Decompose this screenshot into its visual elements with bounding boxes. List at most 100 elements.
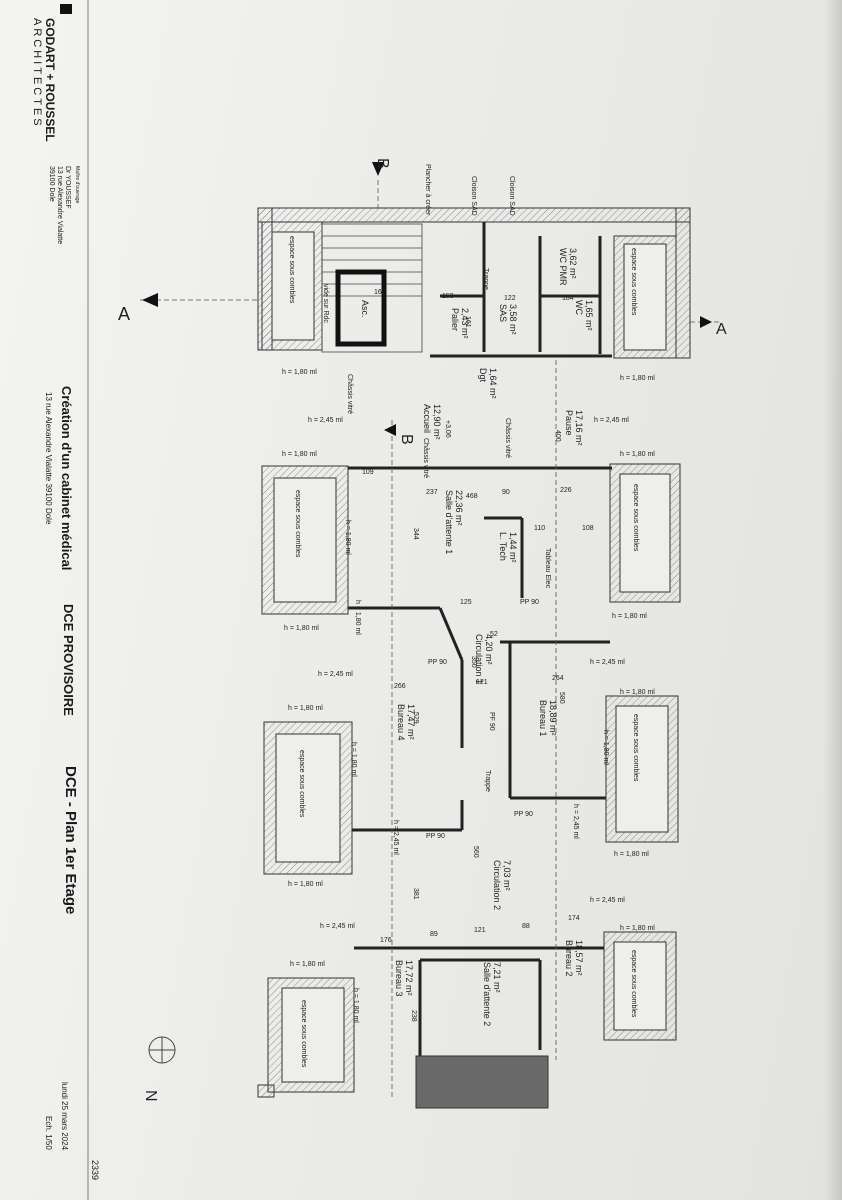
partition-note: Cloison SAD [470, 176, 477, 216]
height-label: h = 1,80 ml [284, 625, 319, 632]
room-name: Accueil [422, 404, 432, 433]
section-arrow-b-mid [384, 424, 396, 436]
attic-label: espace sous combles [288, 236, 295, 304]
phase-label: DCE PROVISOIRE [61, 604, 76, 716]
room-area: 1,44 m² [508, 532, 518, 563]
attic-label: espace sous combles [300, 1000, 307, 1068]
client-name: Dr YOUSSEF [64, 166, 71, 209]
height-label: h = 2,45 ml [594, 417, 629, 424]
dimension: 238 [410, 1010, 417, 1022]
room-area: 18,89 m² [548, 700, 558, 736]
height-label: h = 1,80 ml [344, 520, 351, 555]
attic-blocks-right [603, 235, 681, 1041]
room-name: Bureau 2 [564, 940, 574, 977]
level-label: +3,06 [444, 420, 451, 438]
dimension: 237 [426, 489, 438, 496]
dimension: 153 [442, 293, 454, 300]
height-label: h = 1,80 ml [620, 925, 655, 932]
client-address-line2: 39100 Dole [48, 166, 55, 202]
room-area: 1,64 m² [488, 368, 498, 399]
door-label: PP 90 [428, 659, 447, 666]
dimension: 264 [552, 675, 564, 682]
dimension: 529 [412, 712, 419, 724]
section-arrow-a-left [142, 293, 158, 307]
room-name: SAS [498, 304, 508, 322]
client-heading: Maître d'ouvrage [74, 166, 80, 204]
section-arrow-a-right [700, 316, 712, 328]
dimension: 121 [476, 679, 488, 686]
room-name: Dgt [478, 368, 488, 383]
firm-logo: GODART + ROUSSEL ARCHITECTES [31, 4, 72, 142]
dimension: 344 [412, 528, 419, 540]
dimension: 161 [464, 316, 471, 328]
project-address: 13 rue Alexandre Vialatte 39100 Dole [44, 392, 53, 525]
height-label: h = 2,45 ml [392, 820, 399, 855]
door-label: PP 90 [426, 833, 445, 840]
dimension: 400 [554, 430, 561, 442]
height-label: h = 1,80 ml [350, 742, 357, 777]
panel-label: Tableau Elec [544, 548, 551, 589]
dimension: 266 [394, 683, 406, 690]
room-name: Bureau 3 [394, 960, 404, 997]
room-name: Salle d'attente 2 [482, 962, 492, 1026]
dimension: 468 [466, 493, 478, 500]
dimension: 167 [374, 289, 386, 296]
door-label: PP 90 [520, 599, 539, 606]
page-edge-shadow [824, 0, 842, 1200]
height-label: h = 2,45 ml [590, 659, 625, 666]
sheet-scale: Ech. 1/50 [44, 1116, 53, 1150]
height-label: h = 1,80 ml [620, 451, 655, 458]
dimension: 90 [502, 489, 510, 496]
firm-subtitle: ARCHITECTES [31, 18, 43, 129]
partition-note: Cloison SAD [508, 176, 515, 216]
height-label: h = 1,80 ml [602, 730, 609, 765]
attic-label: espace sous combles [632, 714, 639, 782]
height-label: h = 1,80 ml [614, 851, 649, 858]
north-compass [148, 1036, 176, 1064]
room-area: 3,58 m² [508, 304, 518, 335]
room-area: 17,16 m² [574, 410, 584, 446]
room-area: 2,43 m² [460, 308, 470, 339]
height-label: h = 2,45 ml [308, 417, 343, 424]
room-area: 7,03 m² [502, 860, 512, 891]
window-label: Châssis vitré [422, 438, 429, 478]
dimension: 226 [560, 487, 572, 494]
window-label: Châssis vitré [346, 374, 353, 414]
door-label: PF 90 [488, 712, 495, 731]
hatch-label: Trappe [482, 268, 489, 290]
room-area: 3,62 m² [568, 248, 578, 279]
attic-label: espace sous combles [294, 490, 301, 558]
interior-walls [348, 222, 612, 1090]
entrance-canopy [415, 1055, 549, 1109]
attic-label: espace sous combles [630, 950, 637, 1018]
height-label: h = 2,45 ml [590, 897, 625, 904]
height-label: h = 1,80 ml [352, 988, 359, 1023]
attic-label: espace sous combles [298, 750, 305, 818]
dimension: 350 [470, 656, 477, 668]
height-label: h = 2,45 ml [318, 671, 353, 678]
dimension: 88 [522, 923, 530, 930]
firm-name: GODART + ROUSSEL [43, 18, 57, 142]
dimension: 125 [460, 599, 472, 606]
room-area: 7,21 m² [492, 962, 502, 993]
dimension: 109 [362, 469, 374, 476]
room-name: Bureau 4 [396, 704, 406, 741]
section-label-b-top: B [374, 158, 391, 169]
dimension: 184 [562, 295, 574, 302]
attic-label: espace sous combles [630, 248, 637, 316]
room-area: 22,36 m² [454, 490, 464, 526]
height-label: h = 1,80 ml [290, 961, 325, 968]
door-label: PP 90 [514, 811, 533, 818]
sheet-title: DCE - Plan 1er Etage [62, 766, 79, 914]
dimension: 52 [490, 631, 498, 638]
room-area: 12,90 m² [432, 404, 442, 440]
height-label: h = 1,80 ml [288, 881, 323, 888]
height-label: h = 1,80 ml [282, 369, 317, 376]
height-label: h = 1,80 ml [354, 600, 361, 635]
section-label-b-mid: B [398, 434, 415, 445]
section-label-a-right: A [716, 321, 727, 338]
client-address-line1: 13 rue Alexandre Vialatte [56, 166, 63, 244]
dimension: 121 [474, 927, 486, 934]
